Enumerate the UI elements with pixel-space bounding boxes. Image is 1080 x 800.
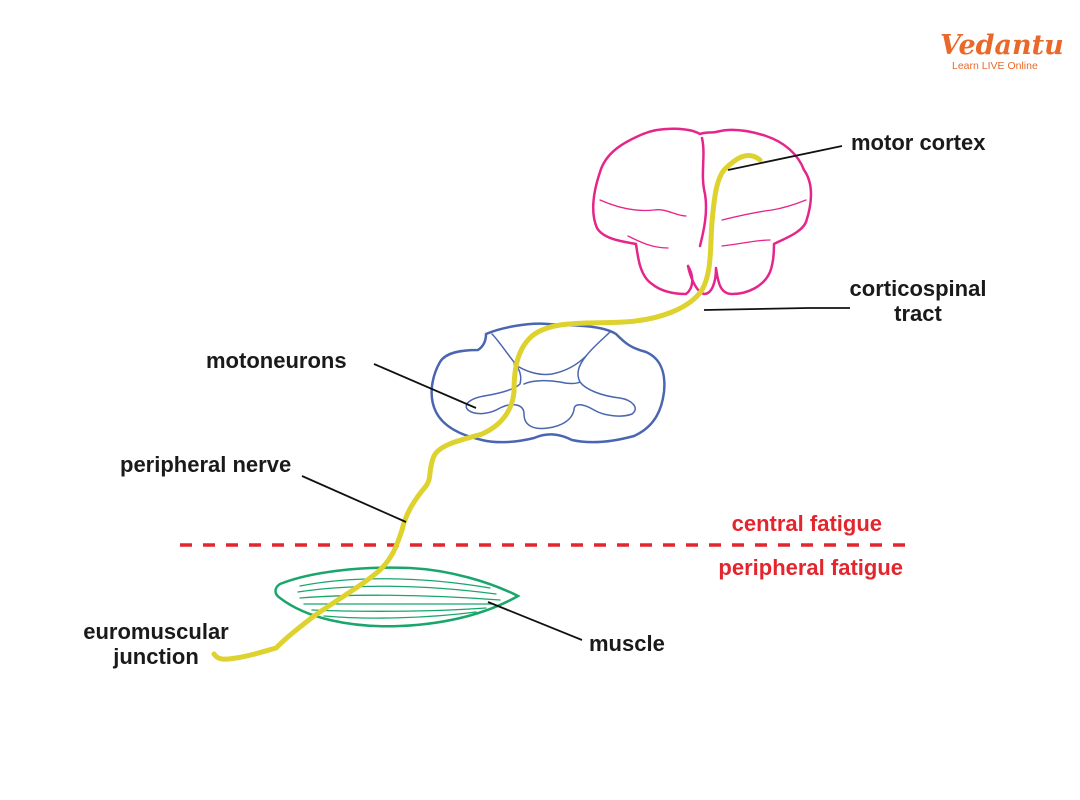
logo-name: Vedantu <box>940 30 1064 61</box>
motoneurons-leader <box>373 363 477 409</box>
peripheral-nerve-label: peripheral nerve <box>120 452 291 477</box>
corticospinal-label-line1: corticospinal <box>850 276 987 301</box>
nerve-pathway <box>211 153 763 662</box>
brain-illustration <box>592 127 813 296</box>
peripheral-nerve-leader <box>301 475 407 523</box>
brain-sulcus-lower-right <box>721 239 771 247</box>
logo-tagline: Learn LIVE Online <box>952 60 1038 72</box>
brain-outline <box>592 127 813 296</box>
corticospinal-tract-leader <box>703 307 850 311</box>
spinal-cord-outline <box>430 322 666 444</box>
muscle-fiber <box>299 594 501 601</box>
muscle-label: muscle <box>589 631 665 656</box>
neuromuscular-label-line2: junction <box>112 644 199 669</box>
brain-sulcus-right <box>721 199 807 221</box>
muscle-fiber <box>297 585 497 595</box>
peripheral-fatigue-label: peripheral fatigue <box>718 555 903 580</box>
muscle-fiber <box>299 578 491 589</box>
neuromuscular-label-line1: euromuscular <box>83 619 229 644</box>
motor-cortex-label: motor cortex <box>851 130 986 155</box>
brain-fissure <box>698 136 708 248</box>
brain-sulcus-left <box>599 199 687 217</box>
muscle-fiber <box>323 611 477 619</box>
brain-sulcus-lower <box>627 235 669 249</box>
central-fatigue-label: central fatigue <box>732 511 882 536</box>
spinal-cord-illustration <box>430 322 666 444</box>
motoneurons-label: motoneurons <box>206 348 347 373</box>
vedantu-logo: Vedantu Learn LIVE Online <box>940 30 1064 72</box>
corticospinal-label-line2: tract <box>894 301 942 326</box>
muscle-leader <box>487 601 583 641</box>
muscle-fiber <box>311 607 487 612</box>
gray-matter <box>465 331 636 430</box>
motor-cortex-leader <box>727 145 843 171</box>
leader-lines <box>301 145 850 641</box>
